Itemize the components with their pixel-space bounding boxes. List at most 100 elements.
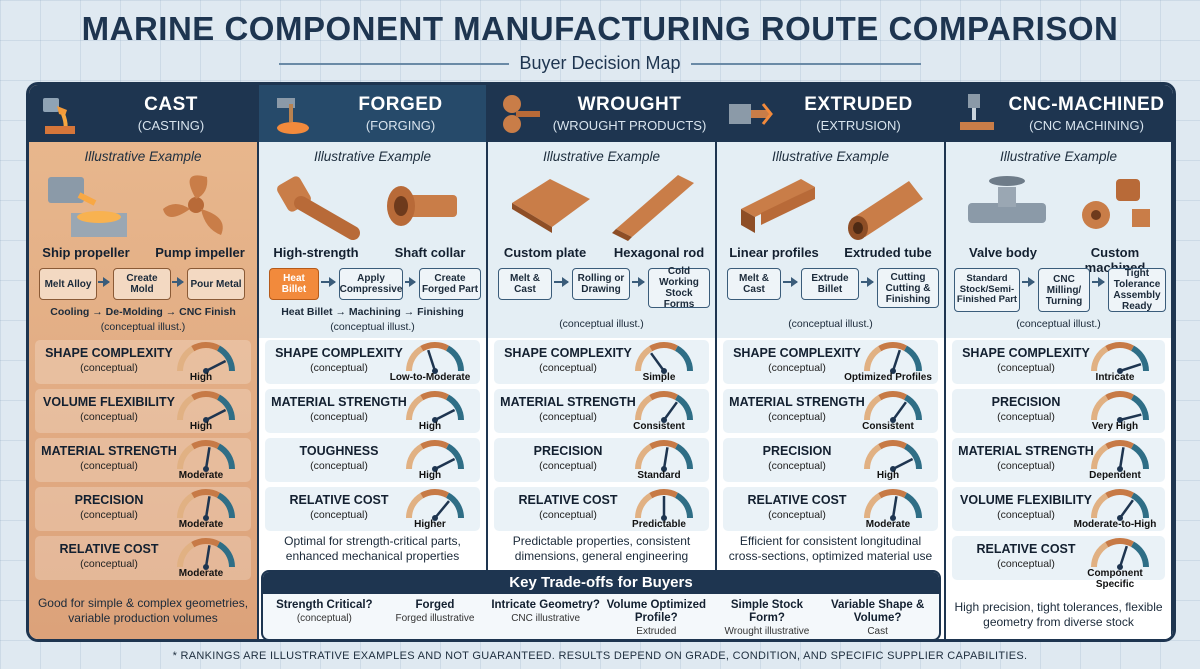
metric-value: High (189, 372, 213, 383)
metric-note: (conceptual) (80, 411, 138, 423)
metric-label: PRECISION (533, 444, 603, 458)
process-flow: Heat Billet Apply Compressive Create For… (265, 268, 481, 333)
column-subtitle: (EXTRUSION) (816, 118, 901, 133)
column-subtitle: (CASTING) (137, 118, 205, 133)
process-flow: Melt & Cast Extrude Billet Cutting Cutti… (723, 268, 939, 330)
example-label: Illustrative Example (771, 149, 890, 164)
gauge-icon (864, 440, 922, 472)
flow-substeps: Heat Billet → Machining → Finishing (281, 306, 464, 318)
flow-arrow (861, 277, 874, 287)
gauge-icon (1091, 342, 1149, 374)
example-name: Ship propeller (42, 245, 130, 260)
flow-arrow (172, 277, 184, 287)
metric-row: SHAPE COMPLEXITY (conceptual) Optimized … (723, 340, 938, 384)
metric-label: TOUGHNESS (299, 444, 379, 458)
metric-row: MATERIAL STRENGTH (conceptual) Dependent (952, 438, 1165, 482)
gauge-icon (1091, 391, 1149, 423)
metric-row: MATERIAL STRENGTH (conceptual) Consisten… (494, 389, 709, 433)
flow-arrow (554, 277, 569, 287)
flow-arrow (783, 277, 798, 287)
ladle-pour-icon (43, 97, 75, 134)
column-cast: CAST (CASTING) Illustrative Example Ship… (29, 85, 259, 639)
tube-illustration (848, 181, 923, 240)
gauge-icon (177, 440, 235, 472)
metric-label: RELATIVE COST (976, 542, 1076, 556)
machined-parts-illustration (1082, 179, 1150, 229)
tradeoff-question: Simple Stock Form? (730, 599, 804, 625)
subtitle-rule-left (279, 62, 510, 65)
valve-illustration (968, 176, 1046, 223)
metric-label: PRECISION (762, 444, 832, 458)
example-label: Illustrative Example (999, 149, 1118, 164)
tradeoff-question: Forged (415, 599, 455, 611)
metric-note: (conceptual) (539, 460, 597, 472)
metric-row: RELATIVE COST (conceptual) Moderate (723, 487, 938, 531)
tradeoff-question: Intricate Geometry? (491, 599, 600, 611)
metric-value: Optimized Profiles (844, 372, 932, 383)
gauge-icon (1091, 440, 1149, 472)
column-description: Predictable properties, consistent dimen… (512, 534, 691, 563)
gauge-icon (635, 342, 693, 374)
example-label: Illustrative Example (542, 149, 661, 164)
metric-note: (conceptual) (80, 460, 138, 472)
plate-illustration (512, 179, 590, 233)
tradeoffs-title: Key Trade-offs for Buyers (263, 572, 939, 594)
gauge-icon (406, 489, 464, 521)
metric-label: MATERIAL STRENGTH (729, 395, 865, 409)
metric-note: (conceptual) (997, 362, 1055, 374)
gauge-icon (1091, 538, 1149, 570)
flow-step: Cutting Cutting & Finishing (877, 268, 939, 308)
metric-label: VOLUME FLEXIBILITY (43, 395, 175, 409)
metric-value: Predictable (632, 519, 686, 530)
column-description: Good for simple & complex geometries, va… (37, 596, 249, 625)
metric-value: Higher (414, 519, 446, 530)
metric-note: (conceptual) (539, 411, 597, 423)
metric-value: Simple (642, 372, 676, 383)
example-name: Pump impeller (155, 245, 245, 260)
flow-step: Heat Billet (269, 268, 319, 300)
tradeoff-answer: CNC illustrative (511, 613, 581, 625)
flow-step: Create Mold (113, 268, 171, 300)
column-header-forged: FORGED (FORGING) (259, 85, 486, 142)
column-description: High precision, tight tolerances, flexib… (954, 600, 1163, 629)
metric-row: MATERIAL STRENGTH (conceptual) Consisten… (723, 389, 938, 433)
hammer-anvil-icon (277, 97, 309, 134)
example-name: Valve body (969, 245, 1037, 260)
metric-label: VOLUME FLEXIBILITY (960, 493, 1092, 507)
metric-note: (conceptual) (997, 411, 1055, 423)
process-flow: Melt & Cast Rolling or Drawing Cold Work… (494, 266, 710, 330)
metric-label: RELATIVE COST (59, 542, 159, 556)
gauge-icon (406, 342, 464, 374)
rolling-mill-icon (503, 94, 540, 133)
gauge-icon (864, 391, 922, 423)
metric-list: SHAPE COMPLEXITY (conceptual) High VOLUM… (29, 338, 257, 639)
metric-note: (conceptual) (768, 411, 826, 423)
column-cnc: CNC-MACHINED (CNC MACHINING) Illustrativ… (946, 85, 1173, 639)
metric-value: High (189, 421, 213, 432)
gauge-icon (635, 440, 693, 472)
metric-label: SHAPE COMPLEXITY (504, 346, 632, 360)
metric-note: (conceptual) (997, 558, 1055, 570)
example-label: Illustrative Example (84, 149, 202, 164)
tradeoff-item: Variable Shape & Volume? Cast (823, 599, 933, 637)
flow-step: Melt Alloy (39, 268, 97, 300)
metric-row: PRECISION (conceptual) Moderate (35, 487, 251, 531)
flow-step: Apply Compressive (339, 268, 403, 300)
flow-arrow (321, 277, 336, 287)
gauge-icon (635, 391, 693, 423)
example-label: Illustrative Example (313, 149, 432, 164)
metric-value: Moderate (178, 470, 224, 481)
flow-arrow (1022, 277, 1035, 287)
tradeoffs-row: Strength Critical? (conceptual) Forged F… (263, 594, 939, 637)
column-wrought: WROUGHT (WROUGHT PRODUCTS) Illustrative … (488, 85, 717, 639)
metric-note: (conceptual) (768, 460, 826, 472)
metric-note: (conceptual) (310, 411, 368, 423)
column-header-cast: CAST (CASTING) (29, 85, 257, 142)
tradeoff-item: Intricate Geometry? CNC illustrative (491, 599, 601, 637)
flow-arrow (1092, 277, 1105, 287)
flow-step: Pour Metal (187, 268, 245, 300)
tradeoff-answer: Extruded (636, 626, 677, 638)
flow-arrow (405, 277, 416, 287)
metric-label: PRECISION (991, 395, 1061, 409)
metric-row: RELATIVE COST (conceptual) Higher (265, 487, 480, 531)
